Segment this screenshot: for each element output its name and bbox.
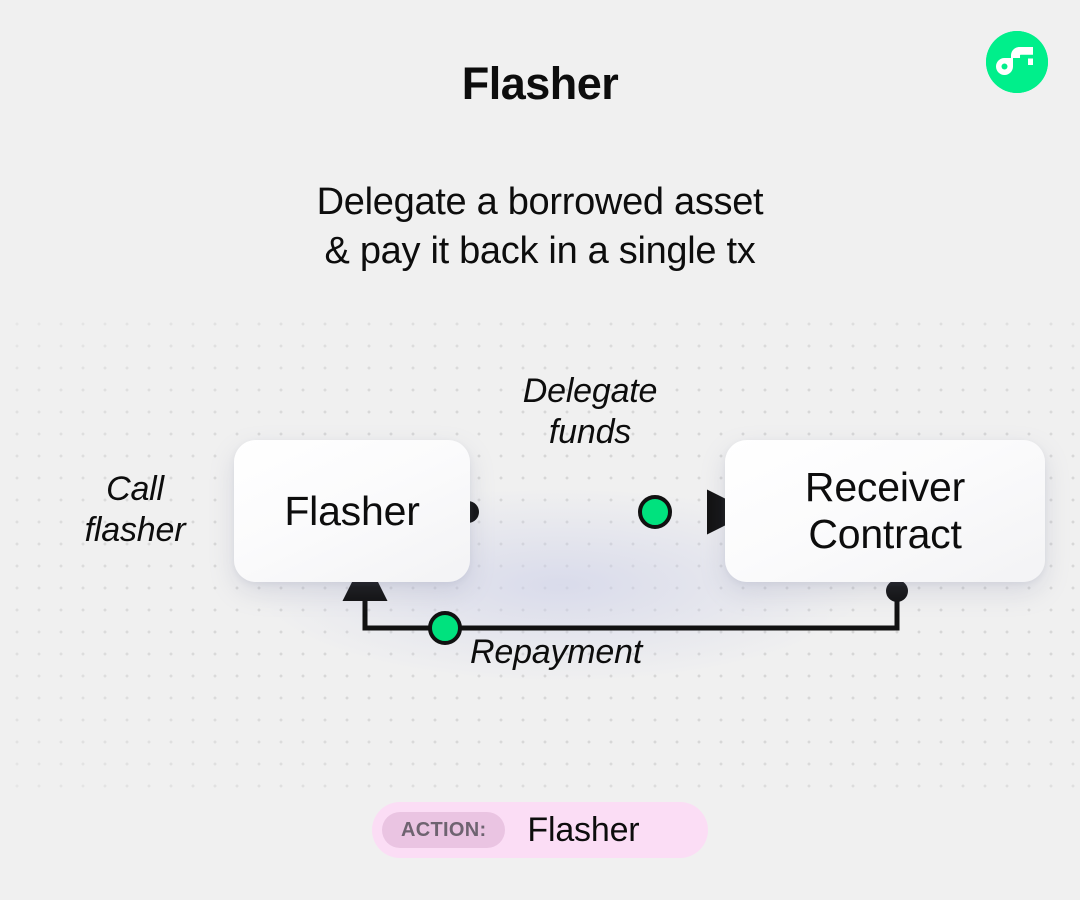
edge-repayment-line: [342, 556, 900, 631]
node-receiver-contract[interactable]: Receiver Contract: [725, 440, 1045, 582]
node-flasher-label: Flasher: [284, 487, 420, 534]
flow-diagram: Flasher Receiver Contract Call flasher D…: [0, 305, 1080, 795]
edge-label-call-line-2: flasher: [84, 511, 186, 550]
edge-label-delegate-funds: Delegate funds: [470, 371, 710, 454]
edge-repayment-source-dot: [886, 580, 908, 602]
edge-label-repayment: Repayment: [470, 632, 730, 673]
node-receiver-label-line-2: Contract: [808, 511, 962, 557]
action-badge-tag: ACTION:: [382, 812, 506, 848]
subtitle-line-2: & pay it back in a single tx: [324, 230, 756, 273]
edge-label-call-flasher: Call flasher: [45, 469, 225, 552]
subtitle-line-1: Delegate a borrowed asset: [316, 181, 764, 223]
page-subtitle: Delegate a borrowed asset & pay it back …: [0, 178, 1080, 277]
page-title: Flasher: [461, 58, 619, 109]
connector-lines: [342, 489, 908, 645]
action-badge-value: Flasher: [527, 810, 640, 849]
node-receiver-label: Receiver Contract: [805, 464, 965, 557]
edge-delegate-token-dot: [638, 495, 672, 529]
edge-label-delegate-line-1: Delegate: [522, 372, 658, 410]
edge-label-delegate-line-2: funds: [548, 413, 632, 452]
flow-logo-icon: [986, 31, 1048, 93]
edge-label-repayment-line-1: Repayment: [470, 633, 643, 671]
node-flasher[interactable]: Flasher: [234, 440, 470, 582]
edge-repayment-token-dot: [428, 611, 462, 645]
node-receiver-label-line-1: Receiver: [804, 464, 966, 511]
action-badge: ACTION: Flasher: [372, 802, 708, 858]
edge-label-call-line-1: Call: [106, 470, 164, 508]
